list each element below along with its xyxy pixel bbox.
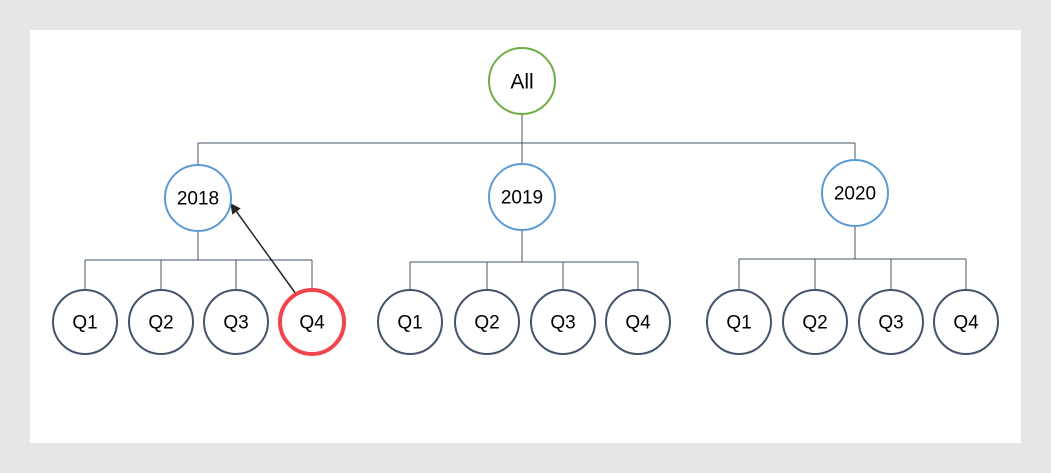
quarter-node-2018-q1-label: Q1 (72, 313, 97, 334)
year-node-2020-circle (821, 159, 889, 227)
quarter-node-2019-q4-circle (605, 289, 671, 355)
quarter-node-2020-q2[interactable]: Q2 (782, 289, 848, 355)
quarter-node-2020-q2-circle (782, 289, 848, 355)
quarter-node-2019-q2[interactable]: Q2 (454, 289, 520, 355)
quarter-node-2020-q2-label: Q2 (802, 313, 827, 334)
quarter-node-2018-q3[interactable]: Q3 (203, 289, 269, 355)
year-node-2019-label: 2019 (501, 188, 543, 209)
root-node-all-circle (488, 47, 556, 115)
quarter-node-2019-q3-circle (530, 289, 596, 355)
quarter-node-2019-q1[interactable]: Q1 (377, 289, 443, 355)
connector-lines (84, 114, 967, 295)
quarter-node-2018-q4[interactable]: Q4 (278, 288, 346, 356)
root-node-all-label: All (510, 71, 533, 94)
quarter-node-2020-q1-circle (706, 289, 772, 355)
quarter-node-2018-q1-circle (52, 289, 118, 355)
quarter-node-2019-q1-circle (377, 289, 443, 355)
quarter-node-2019-q2-circle (454, 289, 520, 355)
year-node-2018-label: 2018 (177, 189, 219, 210)
quarter-node-2020-q3-label: Q3 (878, 313, 903, 334)
quarter-node-2018-q3-circle (203, 289, 269, 355)
quarter-node-2019-q4-label: Q4 (625, 313, 651, 334)
year-node-2020-label: 2020 (834, 184, 876, 205)
quarter-node-2020-q4-circle (933, 289, 999, 355)
rollup-arrow (230, 203, 297, 295)
year-node-2019[interactable]: 2019 (488, 163, 556, 231)
quarter-node-2019-q1-label: Q1 (397, 313, 422, 334)
year-node-2018[interactable]: 2018 (164, 164, 232, 232)
quarter-node-2018-q2-circle (128, 289, 194, 355)
year-node-2020[interactable]: 2020 (821, 159, 889, 227)
quarter-node-2020-q4[interactable]: Q4 (933, 289, 999, 355)
quarter-node-2020-q3-circle (858, 289, 924, 355)
quarter-node-2019-q4[interactable]: Q4 (605, 289, 671, 355)
quarter-node-2020-q1[interactable]: Q1 (706, 289, 772, 355)
quarter-node-2019-q2-label: Q2 (474, 313, 499, 334)
quarter-node-2018-q4-circle (278, 288, 346, 356)
quarter-node-2020-q3[interactable]: Q3 (858, 289, 924, 355)
quarter-node-2018-q4-label: Q4 (299, 313, 325, 334)
quarter-node-2018-q2[interactable]: Q2 (128, 289, 194, 355)
year-node-2019-circle (488, 163, 556, 231)
quarter-node-2018-q3-label: Q3 (223, 313, 248, 334)
quarter-node-2019-q3-label: Q3 (550, 313, 575, 334)
quarter-node-2020-q1-label: Q1 (726, 313, 751, 334)
root-node-all[interactable]: All (488, 47, 556, 115)
quarter-node-2018-q1[interactable]: Q1 (52, 289, 118, 355)
quarter-node-2020-q4-label: Q4 (953, 313, 979, 334)
quarter-node-2018-q2-label: Q2 (148, 313, 173, 334)
year-node-2018-circle (164, 164, 232, 232)
quarter-node-2019-q3[interactable]: Q3 (530, 289, 596, 355)
